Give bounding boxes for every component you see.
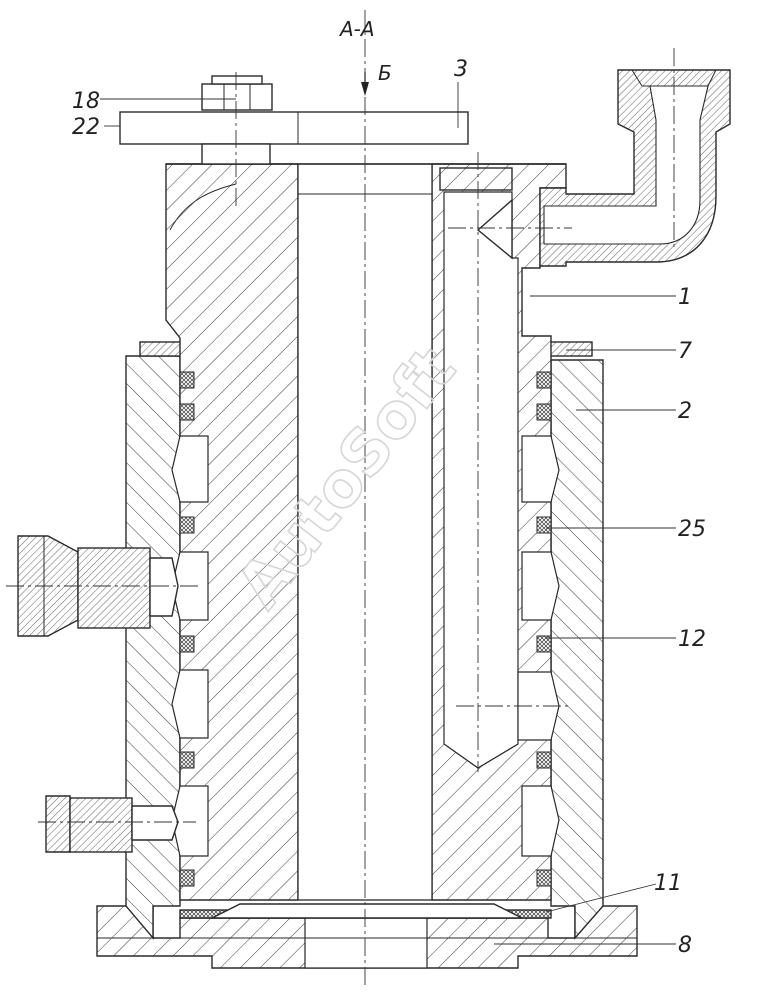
top-plate: [119, 111, 469, 145]
callout-22: 22: [72, 115, 100, 140]
callout-2: 2: [678, 399, 692, 424]
main-body: [165, 163, 567, 901]
callout-25: 25: [678, 517, 706, 542]
callout-8: 8: [678, 933, 692, 958]
centerlines: [6, 10, 675, 986]
callout-7: 7: [678, 339, 692, 364]
right-port-cavities: [517, 435, 560, 857]
callout-18: 18: [72, 89, 100, 114]
leader-lines: [100, 82, 676, 945]
callout-12: 12: [678, 627, 706, 652]
outer-sleeve-left: [125, 355, 181, 940]
base-plate: [96, 905, 638, 969]
section-title: А-А: [338, 17, 375, 41]
callout-3: 3: [454, 57, 468, 82]
callout-11: 11: [654, 871, 682, 896]
left-lower-fitting: [45, 795, 179, 853]
bolt-head: [201, 75, 273, 111]
left-upper-fitting: [17, 535, 179, 637]
outer-sleeve-right: [550, 359, 604, 940]
section-arrow-label: Б: [378, 61, 392, 85]
elbow-fitting: [539, 69, 731, 267]
callout-1: 1: [678, 285, 692, 310]
o-ring-seals: [179, 371, 552, 887]
